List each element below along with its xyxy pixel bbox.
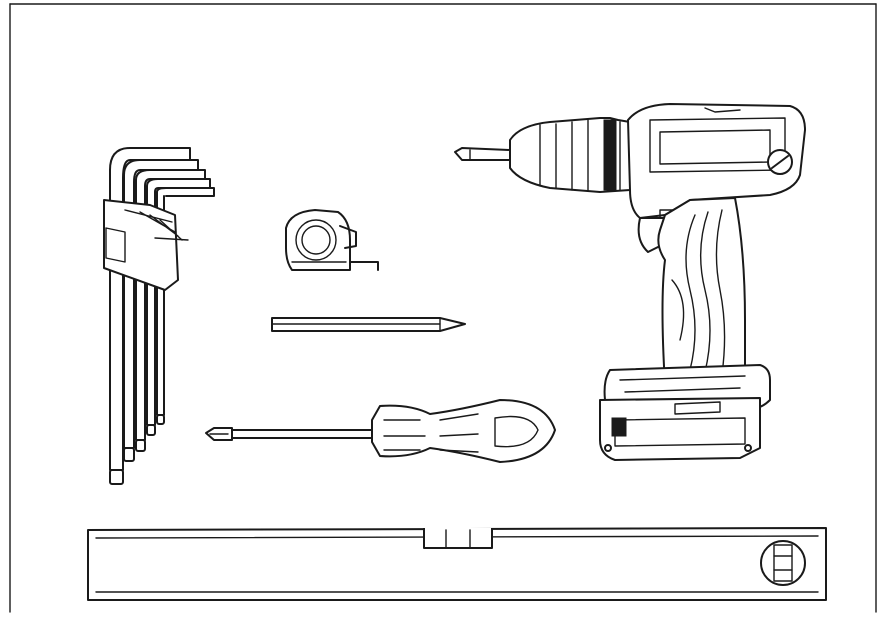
cordless-drill-icon	[454, 103, 806, 461]
frame-border	[9, 3, 877, 613]
pencil-icon	[271, 317, 466, 332]
screwdriver-icon	[205, 399, 556, 463]
hex-key-set-icon	[103, 147, 215, 485]
spirit-level-icon	[87, 527, 827, 601]
tape-measure-icon	[285, 209, 379, 271]
